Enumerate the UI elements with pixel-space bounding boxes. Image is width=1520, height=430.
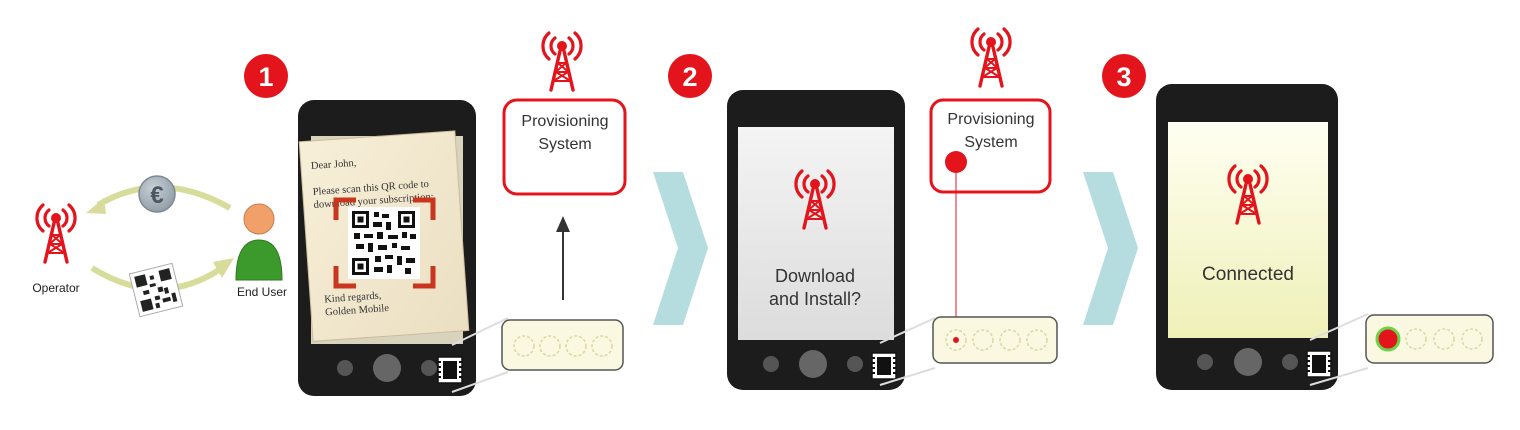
sim-panel-1 [501,319,624,371]
provisioning-1-line2: System [538,136,591,153]
provisioning-signal-dot [945,151,967,173]
phone-2-screen [738,127,894,340]
phone-3-left-button [1197,354,1213,370]
phone-3-home-button [1234,348,1262,376]
end-user-label: End User [237,285,287,299]
provisioning-system-box-2: Provisioning System [929,98,1052,194]
phone-1-right-button [421,360,437,376]
step-1-number: 1 [258,62,273,92]
letter-greeting: Dear John, [311,158,357,172]
phone-2-home-button [799,350,827,378]
step-1-antenna-icon [541,31,583,92]
zoom-lines-1 [451,317,509,393]
operator-group: Operator [32,203,80,295]
phone-3: Connected [1156,84,1338,390]
chevron-right-icon [653,172,708,325]
letter-signature: Golden Mobile [325,303,390,318]
provisioning-system-box-1: Provisioning System [502,98,627,196]
sim-card-icon [437,356,463,384]
step-2-badge: 2 [668,54,712,98]
step-3-number: 3 [1116,62,1131,92]
step-2-antenna-icon [970,27,1012,88]
currency-symbol: € [150,182,163,209]
operator-label: Operator [32,281,79,295]
payment-arrowhead-icon [86,198,106,214]
connected-status: Connected [1202,264,1294,285]
phone-3-right-button [1282,354,1298,370]
letter-closing: Kind regards, [324,290,382,305]
phone-1-left-button [337,360,353,376]
qr-delivery-arrowhead-icon [213,258,234,278]
phone-1-home-button [373,354,401,382]
download-prompt-line1: Download [775,266,855,286]
chevron-right-icon [1083,172,1138,325]
qr-scan-frame [333,197,436,289]
qr-code-icon [128,262,184,318]
zoom-lines-2 [879,317,936,386]
phone-3-screen [1168,122,1328,338]
sim-panel-2 [932,316,1058,364]
phone-2-left-button [763,356,779,372]
provisioning-2-line2: System [964,134,1017,151]
sim-card-icon [1306,350,1332,378]
step-2-number: 2 [682,62,697,92]
zoom-lines-3 [1309,313,1369,386]
sim-card-icon [871,352,897,380]
phone-2-right-button [847,356,863,372]
provisioning-1-line1: Provisioning [521,113,608,130]
active-profile-indicator [1375,326,1401,352]
download-prompt-line2: and Install? [769,289,861,309]
arrow-up-icon [556,216,570,300]
end-user-icon [235,203,283,281]
step-3-badge: 3 [1102,54,1146,98]
phone-2: Download and Install? [727,90,905,390]
provisioning-2-line1: Provisioning [947,111,1034,128]
sim-panel-3 [1365,314,1494,364]
operator-antenna-icon [35,203,77,264]
phone-1: Dear John, Please scan this QR code to d… [298,100,476,396]
step-1-badge: 1 [244,54,288,98]
currency-coin-icon: € [138,175,176,213]
